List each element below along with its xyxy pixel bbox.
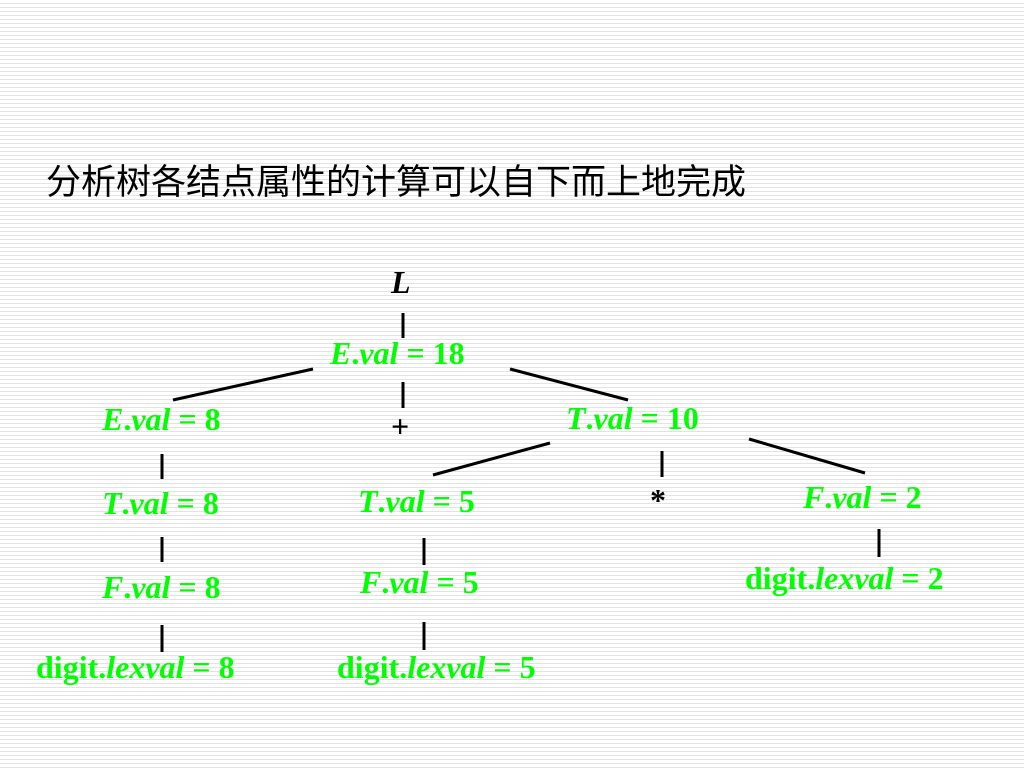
node-digit-right: digit.lexval = 2: [745, 560, 944, 596]
node-t-right: T.val = 10: [566, 400, 699, 436]
node-digit-left: digit.lexval = 8: [36, 649, 235, 685]
root-l: L: [391, 264, 411, 300]
plus-operator: +: [391, 408, 410, 444]
node-f-mid: F.val = 5: [360, 564, 479, 600]
node-t-left: T.val = 8: [102, 485, 219, 521]
edge-tright-fright: [748, 437, 866, 475]
node-digit-mid: digit.lexval = 5: [337, 649, 536, 685]
edge-e-eleft: [172, 367, 314, 402]
node-e-top: E.val = 18: [330, 335, 465, 371]
node-e-left: E.val = 8: [102, 401, 221, 437]
slide-title: 分析树各结点属性的计算可以自下而上地完成: [46, 163, 747, 203]
edge-tright-tmid: [432, 441, 551, 477]
times-operator: *: [650, 482, 666, 518]
node-f-left: F.val = 8: [102, 569, 221, 605]
node-t-mid: T.val = 5: [358, 483, 475, 519]
edge-e-tright: [509, 367, 629, 402]
node-f-right: F.val = 2: [803, 479, 922, 515]
